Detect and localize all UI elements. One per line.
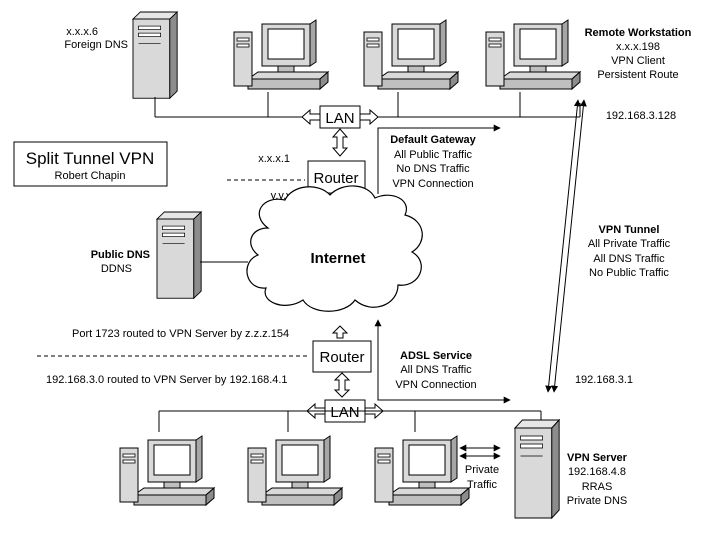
default-gateway-line3: VPN Connection: [392, 178, 473, 190]
public-dns-title: Public DNS: [91, 249, 150, 261]
bottom-workstation-1-icon: [119, 435, 215, 506]
bottom-router-note-route: 192.168.3.0 routed to VPN Server by 192.…: [46, 374, 288, 386]
top-lan-router-link: [331, 128, 349, 157]
adsl-service-title: ADSL Service: [400, 350, 472, 362]
private-traffic-line1: Private: [465, 464, 499, 476]
remote-workstation-client: VPN Client: [611, 55, 665, 67]
default-gateway-line1: All Public Traffic: [394, 149, 473, 161]
vpn-server-ip: 192.168.4.8: [568, 466, 626, 478]
default-gateway-arrow: [377, 124, 501, 194]
vpn-server-title: VPN Server: [567, 452, 628, 464]
vpn-tunnel-arrow-2: [551, 99, 587, 393]
foreign-dns-server-icon: [132, 11, 178, 99]
bottom-router-label: Router: [319, 349, 364, 366]
internet-cloud: Internet: [246, 185, 423, 312]
bottom-workstation-3-icon: [374, 435, 470, 506]
adsl-service-line2: VPN Connection: [395, 379, 476, 391]
default-gateway-title: Default Gateway: [390, 134, 476, 146]
adsl-service-line1: All DNS Traffic: [400, 364, 472, 376]
public-dns-server-icon: [156, 211, 202, 299]
vpn-server-dns: Private DNS: [567, 495, 628, 507]
top-lan-label: LAN: [325, 110, 354, 127]
vpn-server-rras: RRAS: [582, 481, 613, 493]
foreign-dns-ip: x.x.x.6: [66, 26, 98, 38]
title-box: Split Tunnel VPN Robert Chapin: [13, 141, 168, 187]
public-dns-ddns: DDNS: [101, 263, 132, 275]
remote-workstation-icon: [485, 19, 581, 90]
vpn-server-icon: [514, 419, 560, 519]
vpn-tunnel-line2: All DNS Traffic: [593, 253, 665, 265]
top-workstation-2-icon: [363, 19, 459, 90]
diagram-author: Robert Chapin: [55, 170, 126, 182]
vpn-tunnel-arrow-1: [545, 99, 581, 393]
internet-label: Internet: [310, 250, 365, 267]
vpn-tunnel-title: VPN Tunnel: [599, 224, 660, 236]
top-lan-hub: LAN: [301, 105, 379, 129]
vpn-tunnel-line1: All Private Traffic: [588, 238, 671, 250]
vpn-tunnel-line3: No Public Traffic: [589, 267, 669, 279]
internet-bottom-router-link: [331, 325, 349, 339]
remote-workstation-ip: x.x.x.198: [616, 41, 660, 53]
vpn-server-tunnel-ip: 192.168.3.1: [575, 374, 633, 386]
top-workstation-1-icon: [233, 19, 329, 90]
private-traffic-line2: Traffic: [467, 479, 497, 491]
foreign-dns-label: Foreign DNS: [64, 39, 128, 51]
remote-workstation-private-ip: 192.168.3.128: [606, 110, 676, 122]
top-router-ip-top: x.x.x.1: [258, 153, 290, 165]
bottom-workstation-2-icon: [247, 435, 343, 506]
bottom-router-note-port: Port 1723 routed to VPN Server by z.z.z.…: [72, 328, 289, 340]
default-gateway-line2: No DNS Traffic: [396, 163, 470, 175]
top-router-label: Router: [313, 170, 358, 187]
bottom-router: Router: [312, 340, 372, 373]
bottom-lan-label: LAN: [330, 404, 359, 421]
diagram-title: Split Tunnel VPN: [26, 149, 155, 168]
remote-workstation-title: Remote Workstation: [585, 27, 692, 39]
adsl-service-arrow: [374, 319, 511, 404]
remote-workstation-route: Persistent Route: [597, 69, 678, 81]
bottom-router-lan-link: [333, 372, 351, 398]
